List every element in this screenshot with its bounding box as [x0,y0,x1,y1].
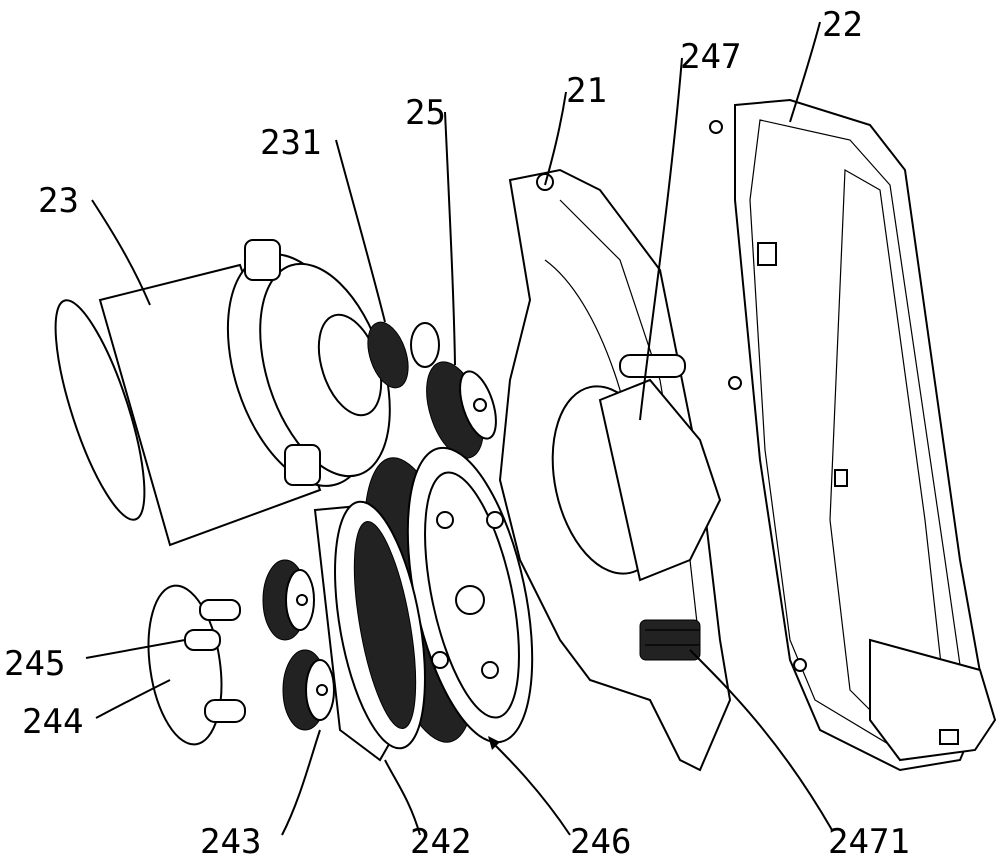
label-22: 22 [822,5,863,45]
label-21: 21 [566,71,607,111]
housing-cover-part [709,98,997,772]
housing-base-part [498,168,732,772]
label-2471: 2471 [828,822,910,862]
ring-gear-part [313,500,426,762]
planet-gears-part [262,559,335,731]
label-244: 244 [22,702,83,742]
label-246: 246 [570,822,631,862]
label-231: 231 [260,123,321,163]
label-25: 25 [405,93,446,133]
planet-carrier-part [147,584,246,746]
label-243: 243 [200,822,261,862]
pinion-part [367,321,440,389]
label-245: 245 [4,644,65,684]
label-247: 247 [680,37,741,77]
motor-part [54,239,391,547]
leader-lines [85,21,833,836]
label-23: 23 [38,181,79,221]
idler-gear-part [426,361,497,459]
bracket-shaft-part [639,619,701,661]
label-242: 242 [410,822,471,862]
